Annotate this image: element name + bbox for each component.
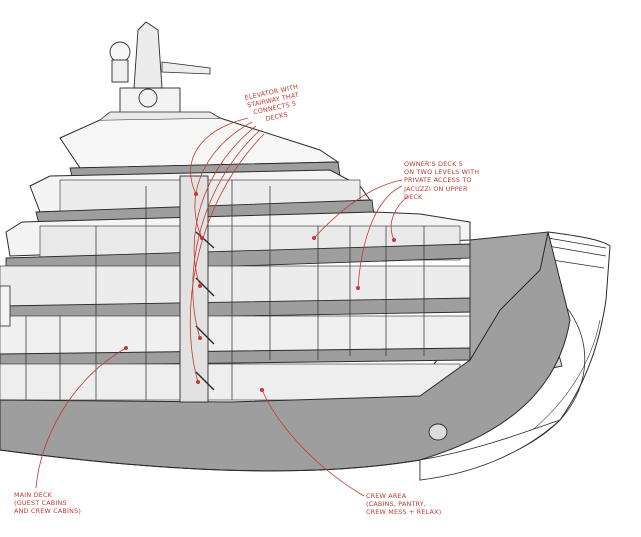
annotation-line: Main deck (14, 491, 52, 499)
deck-top (59, 117, 340, 169)
annotation-line: crew mess + relax) (366, 508, 442, 517)
bow-rail-1 (547, 237, 607, 249)
radome-base (111, 59, 129, 83)
annotation-line: private access to (404, 176, 472, 185)
leader-dots (124, 192, 396, 392)
deck-top-front (99, 111, 221, 121)
dome-small (138, 88, 158, 108)
hull-bottom-edge (0, 449, 421, 472)
mast (133, 21, 163, 89)
annotation-line: (guest cabins (14, 499, 67, 508)
leader-lines (35, 117, 409, 497)
stair-3 (195, 325, 215, 345)
hull-section-top (469, 231, 549, 362)
annotation-line: Crew area (366, 492, 407, 500)
annotation-line: Owner's deck 5 (404, 160, 463, 168)
stern-panel (0, 285, 11, 327)
bow-rail-2 (547, 245, 607, 257)
annotation-line: and crew cabins) (14, 507, 82, 516)
annotation-main-deck: Main deck (guest cabins and crew cabins) (14, 491, 81, 516)
porthole (428, 423, 448, 441)
annotation-owner-deck: Owner's deck 5 on two levels with privat… (404, 160, 479, 201)
crew-deck-interior (0, 363, 461, 401)
partitions (25, 180, 425, 400)
annotation-line: (cabins, pantry, (366, 500, 427, 509)
elevator-shaft (179, 175, 209, 403)
bow-rail-3 (551, 259, 605, 269)
annotation-crew-area: Crew area (cabins, pantry, crew mess + r… (366, 492, 441, 517)
annotation-line: jacuzzi on upper (404, 184, 468, 193)
bow-chine (559, 299, 586, 421)
hull-lower-white (419, 419, 561, 481)
annotation-line: deck (404, 192, 423, 201)
radome (109, 41, 131, 63)
stair-4 (195, 371, 215, 391)
annotation-line: on two levels with (404, 168, 480, 177)
radar-arm (161, 61, 211, 75)
stair-2 (195, 277, 215, 297)
